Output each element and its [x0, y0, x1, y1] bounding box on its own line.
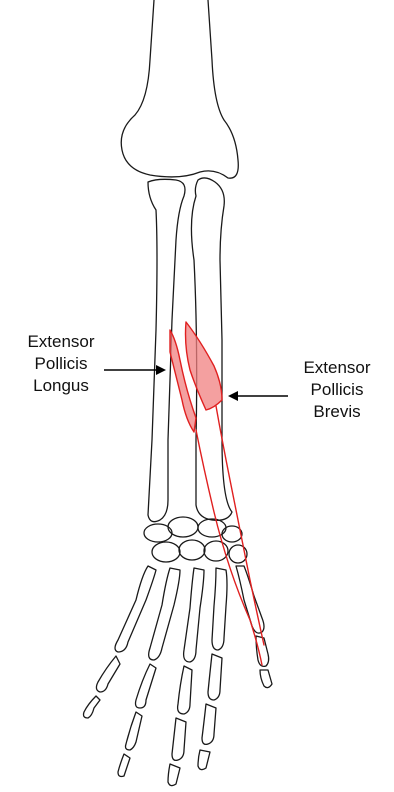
radius-bone [148, 179, 185, 521]
phalanges [84, 636, 273, 786]
extensor-pollicis-brevis [186, 322, 265, 645]
epb-label-line-1: Extensor [294, 357, 380, 379]
epl-label-line-2: Pollicis [18, 353, 104, 375]
epb-pointer-arrow [228, 391, 288, 401]
metacarpal-bones [115, 566, 264, 662]
epl-label: Extensor Pollicis Longus [18, 331, 104, 397]
epb-label-line-2: Pollicis [294, 379, 380, 401]
epb-label-line-3: Brevis [294, 401, 380, 423]
humerus-bone [121, 0, 238, 178]
epl-pointer-arrow [104, 365, 166, 375]
carpal-bones [144, 517, 247, 563]
epb-label: Extensor Pollicis Brevis [294, 357, 380, 423]
epl-label-line-1: Extensor [18, 331, 104, 353]
epl-label-line-3: Longus [18, 375, 104, 397]
